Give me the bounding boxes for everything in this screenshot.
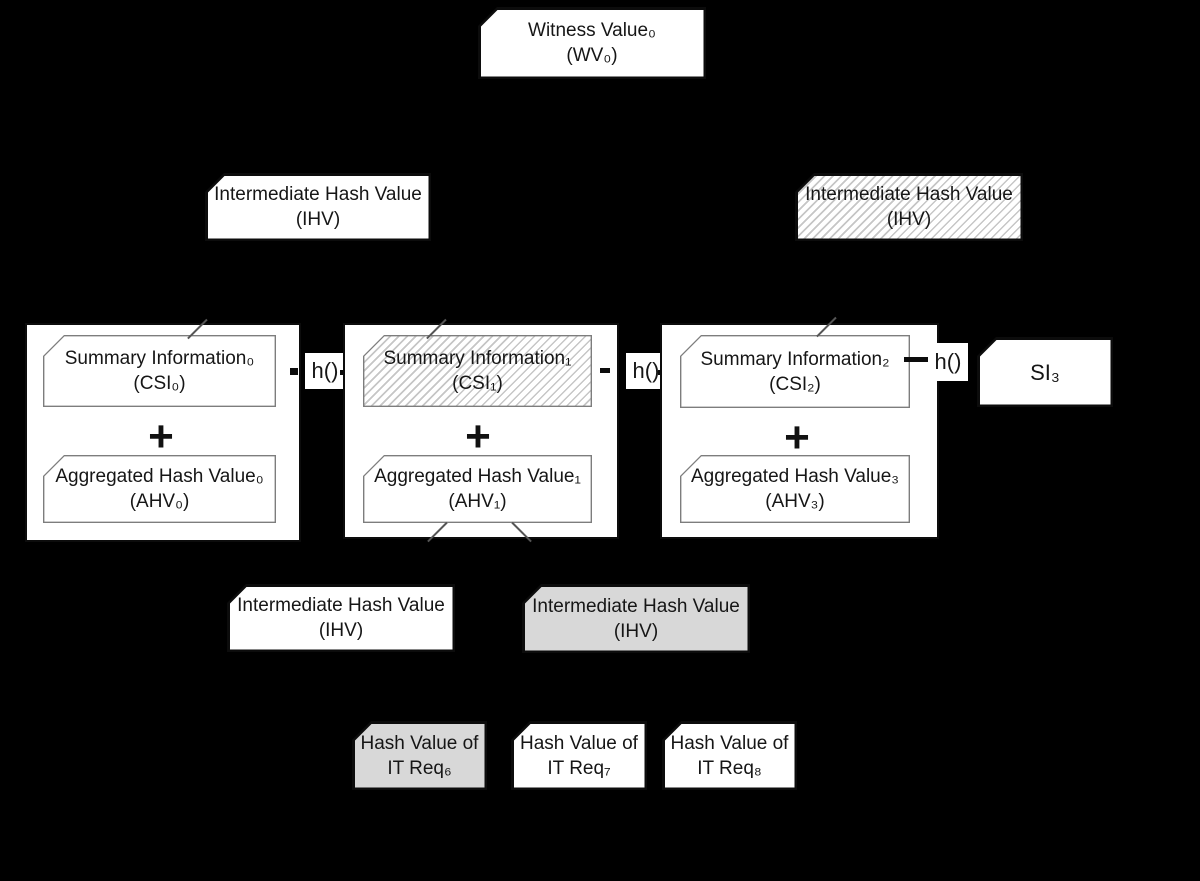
ahv-0-fill [44, 456, 275, 522]
ihv-top-right-node: Intermediate Hash Value (IHV) [795, 173, 1023, 241]
chain-container-2: Summary Information₂ (CSI₂) + Aggregated… [660, 323, 939, 539]
it-req-7-node: Hash Value of IT Req₇ [511, 721, 647, 790]
it-req-8-label: Hash Value of IT Req₈ [670, 732, 789, 779]
it-req-8-fill [664, 723, 795, 788]
plus-operator-1: + [465, 412, 491, 461]
it-req-6-gray-fill [354, 723, 485, 788]
ihv-bottom-right-gray-fill [524, 586, 748, 651]
csi-0-label: Summary Information₀ (CSI₀) [64, 348, 255, 394]
ahv-3-label: Aggregated Hash Value₃ (AHV₃) [690, 466, 900, 512]
witness-value-label: Witness Value₀ (WV₀) [478, 7, 706, 79]
csi-2-fill [681, 336, 909, 407]
witness-value-line1: Witness Value₀ [528, 20, 656, 41]
chain-container-0: Summary Information₀ (CSI₀) + Aggregated… [25, 323, 301, 542]
ihv-top-left-fill [207, 175, 429, 239]
hash-fn-label-2: h() [626, 353, 666, 389]
it-req-6-label: Hash Value of IT Req₆ [360, 732, 479, 779]
si3-label: SI₃ [1030, 359, 1060, 385]
it-req-7-label: Hash Value of IT Req₇ [520, 732, 638, 779]
csi-1-hatched-fill [364, 336, 591, 406]
csi-2-label: Summary Information₂ (CSI₂) [700, 348, 890, 395]
plus-operator-2: + [784, 413, 810, 462]
ahv-3-node: Aggregated Hash Value₃ (AHV₃) [680, 455, 910, 523]
plus-operator-0: + [148, 412, 174, 461]
si3-node: SI₃ [977, 337, 1113, 407]
witness-value-fill [480, 9, 704, 77]
ihv-bottom-left-label: Intermediate Hash Value (IHV) [237, 595, 445, 641]
ihv-bottom-left-fill [229, 586, 453, 650]
ahv-3-fill [681, 456, 909, 522]
ihv-top-left-label: Intermediate Hash Value (IHV) [214, 184, 422, 230]
ihv-bottom-right-node: Intermediate Hash Value (IHV) [522, 584, 750, 653]
ihv-top-left-node: Intermediate Hash Value (IHV) [205, 173, 431, 241]
csi-2-node: Summary Information₂ (CSI₂) [680, 335, 910, 408]
it-req-8-node: Hash Value of IT Req₈ [662, 721, 797, 790]
hash-line-3 [904, 357, 930, 362]
connector-dot [290, 368, 298, 375]
ahv-1-fill [364, 456, 591, 522]
ihv-bottom-right-label: Intermediate Hash Value (IHV) [532, 595, 740, 642]
ihv-bottom-left-node: Intermediate Hash Value (IHV) [227, 584, 455, 652]
ihv-top-right-label: Intermediate Hash Value (IHV) [805, 184, 1013, 230]
si3-fill [979, 339, 1111, 405]
csi-1-node: Summary Information₁ (CSI₁) [363, 335, 592, 407]
hash-fn-label-1: h() [305, 353, 345, 389]
connector-stub-mid-exit [600, 368, 610, 373]
hash-fn-label-3: h() [928, 343, 968, 381]
ahv-0-label: Aggregated Hash Value₀ (AHV₀) [55, 466, 264, 512]
witness-value-node: Witness Value₀ (WV₀) [478, 7, 706, 79]
ahv-1-node: Aggregated Hash Value₁ (AHV₁) [363, 455, 592, 523]
ahv-0-node: Aggregated Hash Value₀ (AHV₀) [43, 455, 276, 523]
witness-value-line2: (WV₀) [566, 45, 618, 66]
csi-1-label: Summary Information₁ (CSI₁) [383, 348, 572, 394]
ahv-1-label: Aggregated Hash Value₁ (AHV₁) [374, 466, 581, 512]
ihv-top-right-hatched-fill [797, 175, 1021, 239]
csi-0-fill [44, 336, 275, 406]
csi-0-node: Summary Information₀ (CSI₀) [43, 335, 276, 407]
it-req-7-fill [513, 723, 645, 788]
it-req-6-node: Hash Value of IT Req₆ [352, 721, 487, 790]
chain-container-1: Summary Information₁ (CSI₁) + Aggregated… [343, 323, 619, 539]
